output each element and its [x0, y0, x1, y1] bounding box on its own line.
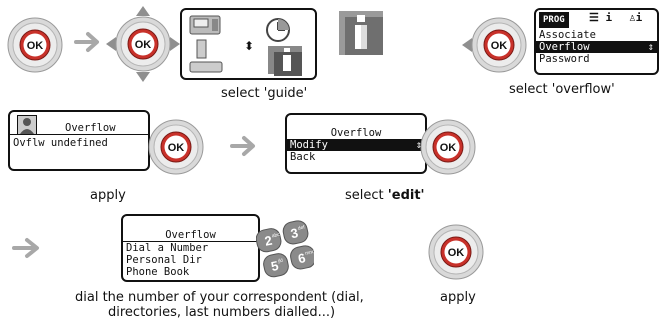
ok-button[interactable]: OK: [428, 224, 484, 280]
svg-text:OK: OK: [168, 142, 185, 154]
menu-item[interactable]: Password: [539, 53, 590, 65]
menu-item[interactable]: Phone Book: [126, 266, 190, 278]
navigator-ok-button-2[interactable]: OK: [461, 17, 537, 73]
right-arrow-icon: [12, 236, 42, 260]
ok-button[interactable]: OK: [420, 119, 476, 175]
ok-button[interactable]: OK: [7, 17, 63, 73]
screen-title: Overflow: [123, 229, 258, 242]
menu-item[interactable]: Associate: [539, 29, 596, 41]
ok-label: OK: [27, 40, 44, 52]
svg-text:jkl: jkl: [277, 258, 284, 265]
caption-dial-line1: dial the number of your correspondent (d…: [75, 290, 364, 305]
status-line: Ovflw undefined: [13, 137, 108, 149]
overflow-menu-screen: PROG ☰ i ♙i Associate Overflow⇕ Password: [534, 8, 659, 75]
phone-set-icon: [189, 15, 221, 35]
info-tab-icon[interactable]: ☰ i: [589, 11, 613, 24]
overflow-dial-screen: Overflow Dial a Number Personal Dir Phon…: [121, 214, 260, 282]
right-arrow-icon: [74, 30, 102, 54]
clock-icon: [266, 18, 290, 42]
caption-apply-2: apply: [440, 290, 476, 305]
prog-tab[interactable]: PROG: [539, 12, 569, 28]
right-arrow-icon: [230, 134, 258, 158]
ok-button[interactable]: OK: [148, 119, 204, 175]
svg-text:OK: OK: [448, 247, 465, 259]
key-2: 2: [263, 233, 273, 249]
svg-text:⬍: ⬍: [244, 39, 254, 53]
menu-item[interactable]: Back: [290, 151, 316, 163]
dial-keypad[interactable]: 2 abc 3 def 5 jkl 6 mno: [256, 220, 314, 280]
up-down-icon: ⇕: [415, 139, 422, 151]
menu-item-selected[interactable]: Modify⇕: [287, 139, 425, 151]
svg-text:def: def: [297, 224, 306, 231]
screen-title: Overflow: [65, 122, 116, 134]
info-icon: [268, 46, 302, 76]
user-icon: [17, 115, 37, 135]
guide-info-icon: [339, 11, 383, 55]
svg-text:abc: abc: [271, 232, 281, 240]
menu-item-selected[interactable]: Overflow⇕: [536, 41, 657, 53]
user-info-tab-icon[interactable]: ♙i: [629, 11, 643, 24]
menu-item[interactable]: Personal Dir: [126, 254, 202, 266]
caption-select-overflow: select 'overflow': [509, 82, 615, 97]
up-down-icon: ⇕: [647, 41, 654, 53]
overflow-edit-screen: Overflow Modify⇕ Back: [285, 113, 427, 174]
menu-item[interactable]: Dial a Number: [126, 242, 209, 254]
guide-icons-screen: ⬍: [180, 8, 317, 80]
caption-apply: apply: [90, 188, 126, 203]
device-icon: [189, 39, 223, 73]
caption-select-guide: select 'guide': [221, 86, 308, 101]
svg-text:OK: OK: [135, 39, 152, 51]
caption-select-edit: select 'edit': [345, 188, 425, 203]
key-6: 6: [297, 250, 307, 266]
svg-text:OK: OK: [440, 142, 457, 154]
screen-title: Overflow: [330, 127, 382, 139]
svg-text:OK: OK: [491, 40, 508, 52]
caption-dial-line2: directories, last numbers dialled...): [108, 305, 336, 320]
navigator-ok-button[interactable]: OK: [105, 5, 181, 83]
key-3: 3: [289, 225, 299, 241]
overflow-status-screen: Overflow Ovflw undefined: [8, 110, 150, 171]
svg-text:mno: mno: [305, 249, 314, 257]
key-5: 5: [270, 258, 280, 274]
